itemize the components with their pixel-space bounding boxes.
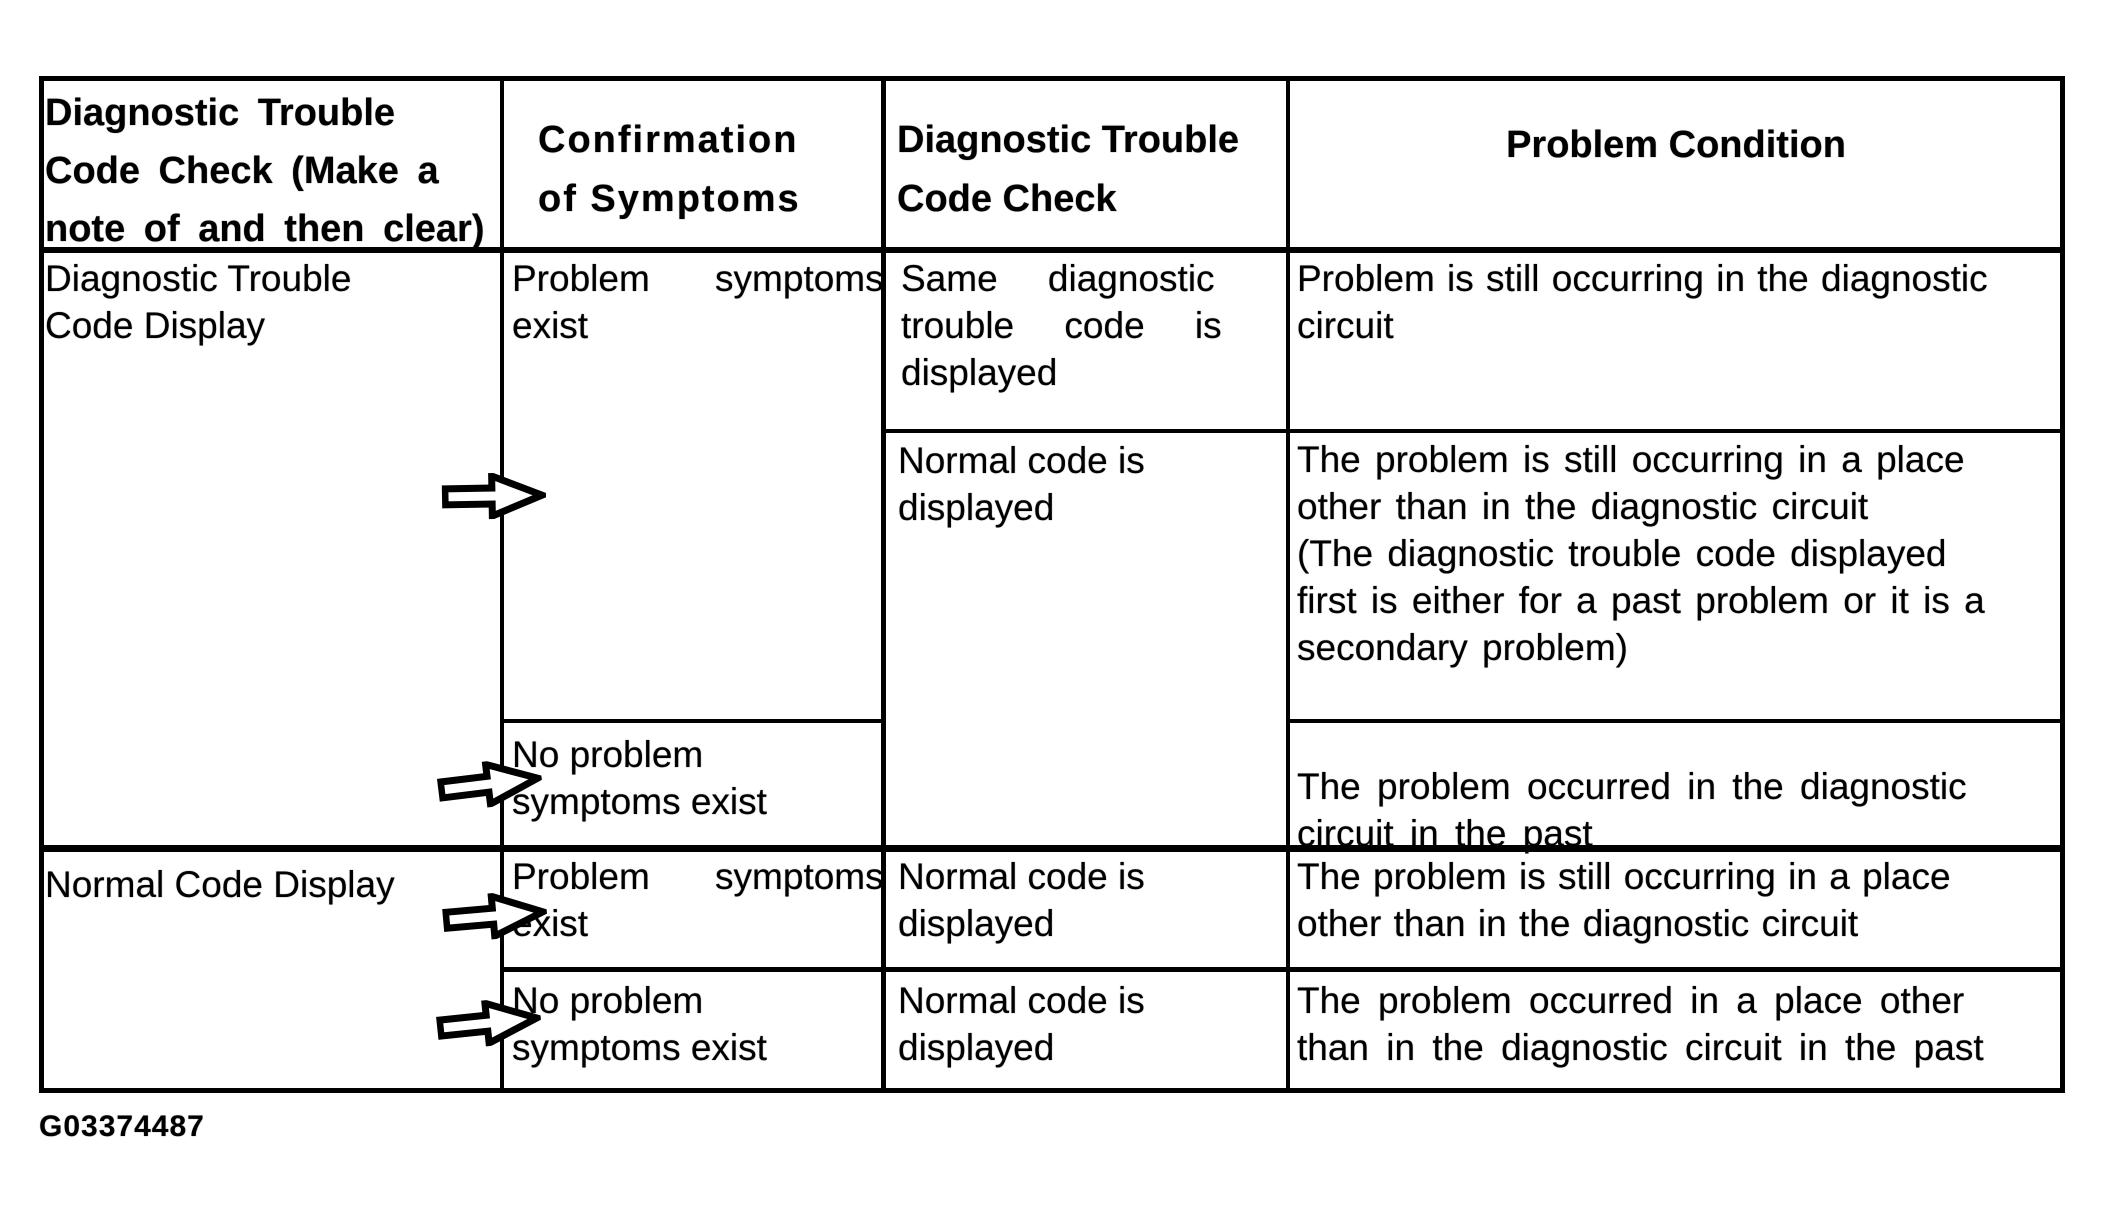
cell-row1-normal-code-displayed: Normal code is displayed: [898, 440, 1145, 528]
cell-row2-no-problem-symptoms: No problem symptoms exist: [512, 980, 767, 1068]
grid-line-row2a-bottom: [500, 967, 2065, 972]
figure-id: G03374487: [39, 1110, 205, 1143]
grid-line-col1-col2: [500, 76, 504, 1093]
header-dtc-check: Diagnostic Trouble Code Check: [897, 119, 1240, 220]
cell-condition-occurred-other-place-past: The problem occurred in a place other th…: [1297, 980, 1984, 1068]
grid-line-col3-col4: [1286, 76, 1290, 1093]
right-arrow-icon: [435, 998, 544, 1049]
cell-dtc-display: Diagnostic Trouble Code Display: [45, 258, 352, 346]
grid-line-header-bottom: [39, 247, 2065, 253]
diagnostic-table: [39, 76, 2065, 1093]
cell-row1-no-problem-symptoms: No problem symptoms exist: [512, 734, 767, 822]
right-arrow-icon: [441, 891, 549, 942]
cell-row1-problem-symptoms-exist: Problem symptoms exist: [512, 258, 884, 346]
header-problem-condition: Problem Condition: [1506, 124, 1846, 166]
cell-row2b-normal-code-displayed: Normal code is displayed: [898, 980, 1145, 1068]
right-arrow-icon: [441, 472, 547, 520]
cell-condition-occurred-in-past: The problem occurred in the diagnostic c…: [1297, 766, 1967, 854]
grid-line-row1b-bottom-col2: [500, 719, 885, 723]
cell-condition-still-occurring-circuit: Problem is still occurring in the diagno…: [1297, 258, 1988, 346]
grid-line-rowgroup-divider: [39, 845, 2065, 852]
right-arrow-icon: [436, 759, 545, 810]
grid-line-row1a-bottom: [881, 429, 2065, 433]
cell-row2a-normal-code-displayed: Normal code is displayed: [898, 856, 1145, 944]
header-confirmation-of-symptoms: Confirmation of Symptoms: [538, 119, 801, 220]
header-dtc-check-clear: Diagnostic Trouble Code Check (Make a no…: [45, 92, 485, 250]
cell-condition-other-place-secondary: The problem is still occurring in a plac…: [1297, 439, 1985, 668]
cell-condition-still-occurring-other-place: The problem is still occurring in a plac…: [1297, 856, 1951, 944]
grid-line-row1b-bottom-col4: [1286, 719, 2065, 723]
cell-row2-problem-symptoms-exist: Problem symptoms exist: [512, 856, 884, 944]
cell-normal-code-display: Normal Code Display: [45, 864, 395, 905]
grid-line-col2-col3: [881, 76, 886, 1093]
cell-same-diagnostic-code-displayed: Same diagnostic trouble code is displaye…: [901, 258, 1222, 393]
